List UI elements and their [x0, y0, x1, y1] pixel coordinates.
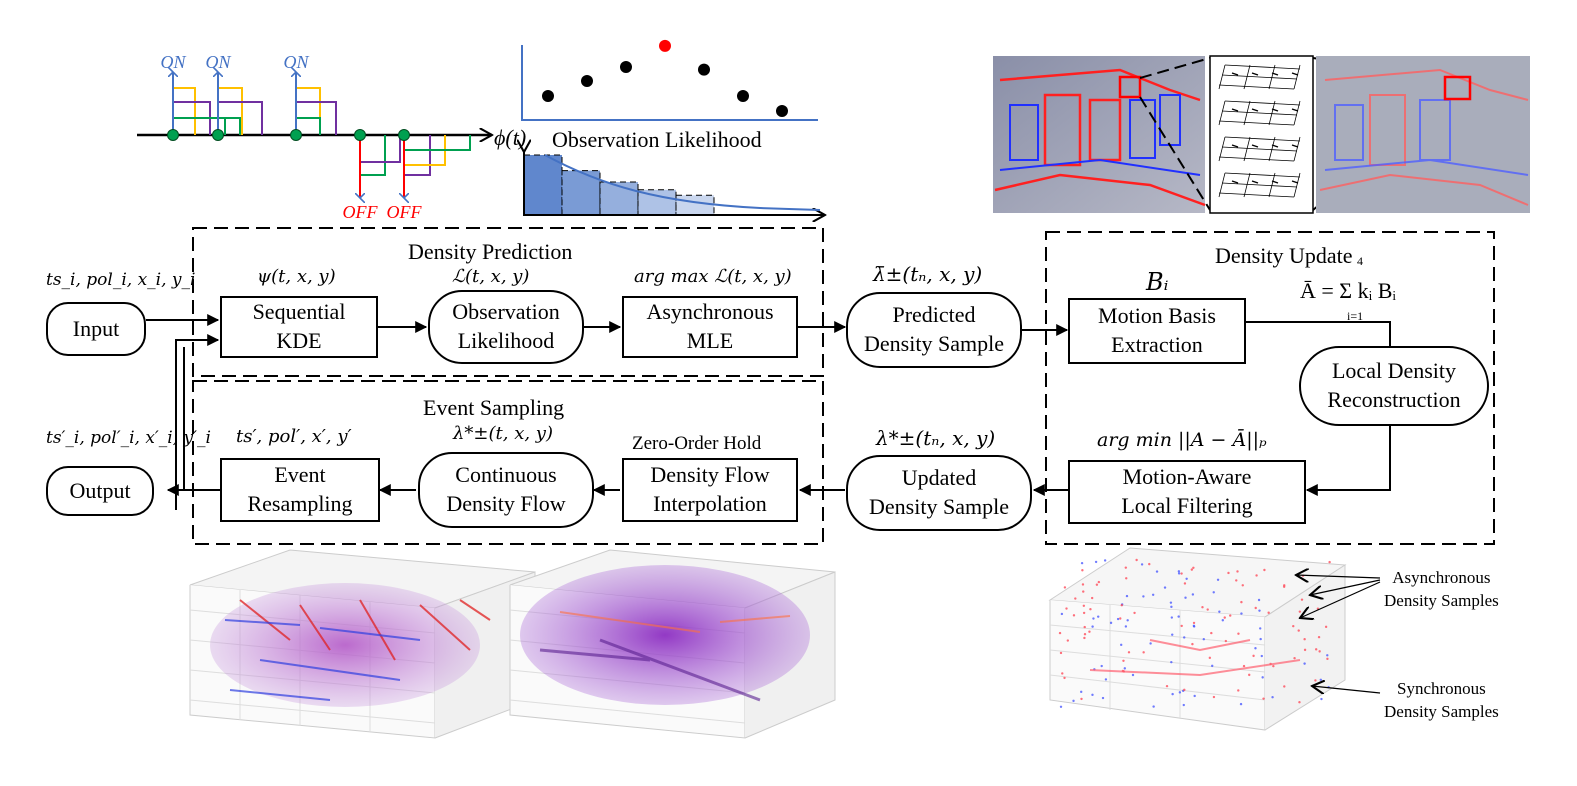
resample-math: ts′, pol′, x′, y′ [236, 426, 352, 447]
on-label: ON [160, 52, 186, 72]
filter-line-2: Local Filtering [1121, 493, 1253, 518]
event-dot [212, 129, 224, 141]
formula-text: Ā = Σ kᵢ Bᵢ [1300, 278, 1396, 303]
obs-line-1: Observation [452, 299, 560, 325]
kde-line-1: Sequential [252, 299, 346, 325]
density-flow-interpolation-box: Density Flow Interpolation [622, 458, 798, 522]
interp-line-2: Interpolation [653, 491, 767, 516]
interp-line-1: Density Flow [650, 462, 770, 488]
reconstruction-formula: Ā = Σ kᵢ Bᵢ 4 i=1 [1300, 254, 1396, 323]
updated-line-2: Density Sample [869, 494, 1009, 519]
building-event-image-icon [1316, 56, 1530, 213]
likelihood-point [542, 90, 554, 102]
likelihood-math: ℒ(t, x, y) [452, 266, 530, 287]
async-line-2: Density Samples [1384, 590, 1499, 610]
updated-math: λ*±(tₙ, x, y) [876, 426, 996, 450]
kernel-bar [675, 194, 715, 216]
input-terminal: Input [46, 302, 146, 356]
event-resampling-box: Event Resampling [220, 458, 380, 522]
resample-line-1: Event [274, 462, 326, 488]
event-dot [290, 129, 302, 141]
basis-line-2: Extraction [1111, 332, 1203, 357]
scene-images [993, 55, 1530, 214]
flow-line-1: Continuous [455, 462, 557, 488]
predicted-line-2: Density Sample [864, 331, 1004, 356]
mle-math: arg max ℒ(t, x, y) [634, 266, 792, 287]
flow-math: λ*±(t, x, y) [453, 423, 553, 444]
filter-line-1: Motion-Aware [1122, 464, 1252, 490]
observation-likelihood-node: Observation Likelihood [428, 290, 584, 364]
obs-line-2: Likelihood [457, 328, 555, 353]
event-dot [398, 129, 410, 141]
zero-order-hold-caption: Zero-Order Hold [632, 433, 762, 454]
kernel-bar [523, 154, 563, 216]
sync-samples-label: Synchronous Density Samples [1384, 678, 1499, 724]
on-label: ON [205, 52, 231, 72]
input-label: Input [72, 315, 120, 341]
likelihood-point [620, 60, 632, 73]
event-sampling-title: Event Sampling [423, 395, 565, 420]
motion-basis-extraction-box: Motion Basis Extraction [1068, 298, 1246, 364]
kde-line-2: KDE [276, 328, 322, 353]
mle-line-2: MLE [686, 328, 734, 353]
event-cloud-plot-2 [509, 549, 836, 739]
likelihood-plot: Observation Likelihood [521, 39, 818, 152]
formula-sup: 4 [1357, 254, 1363, 268]
likelihood-point [659, 39, 671, 52]
asynchronous-mle-box: Asynchronous MLE [622, 296, 798, 358]
input-signature: ts_i, pol_i, x_i, y_i [46, 270, 196, 290]
sync-line-1: Synchronous [1396, 679, 1486, 698]
likelihood-label: Observation Likelihood [552, 127, 762, 152]
sequential-kde-box: Sequential KDE [220, 296, 378, 358]
formula-sub: i=1 [1347, 309, 1363, 323]
event-signal-illustration: ON ON ON OFF OFF [137, 52, 492, 222]
building-event-image-icon [993, 56, 1206, 213]
kde-math: ψ(t, x, y) [257, 266, 336, 287]
updated-line-1: Updated [901, 465, 977, 491]
recon-line-2: Reconstruction [1327, 387, 1461, 412]
motion-aware-filtering-box: Motion-Aware Local Filtering [1068, 460, 1306, 524]
event-sampling-group [192, 380, 824, 545]
sync-line-2: Density Samples [1384, 701, 1499, 721]
event-dot [354, 129, 366, 141]
density-update-title: Density Update [1215, 243, 1353, 268]
filter-math: arg min ||A − Ā||ₚ [1097, 429, 1267, 451]
basis-math: Bᵢ [1146, 268, 1169, 296]
on-label: ON [283, 52, 309, 72]
density-prediction-group [192, 227, 824, 377]
output-terminal: Output [46, 466, 154, 516]
resample-line-2: Resampling [247, 491, 353, 516]
event-dot [167, 129, 179, 141]
local-density-reconstruction-node: Local Density Reconstruction [1299, 346, 1489, 426]
mle-line-1: Asynchronous [646, 299, 774, 325]
output-label: Output [69, 477, 131, 503]
off-label: OFF [343, 202, 379, 222]
predicted-line-1: Predicted [892, 302, 976, 328]
phi-label: ϕ(t) [494, 125, 526, 150]
likelihood-point [698, 63, 710, 76]
async-samples-label: Asynchronous Density Samples [1384, 567, 1499, 613]
recon-line-1: Local Density [1331, 358, 1457, 384]
density-update-group [1045, 231, 1495, 545]
output-signature: ts′_i, pol′_i, x′_i, y′_i [46, 428, 211, 448]
basis-line-1: Motion Basis [1098, 303, 1216, 329]
local-patch-grid-icon [1209, 55, 1314, 214]
async-line-1: Asynchronous [1392, 568, 1491, 587]
updated-density-sample-node: Updated Density Sample [846, 455, 1032, 531]
continuous-density-flow-node: Continuous Density Flow [418, 452, 594, 528]
flow-line-2: Density Flow [446, 491, 566, 516]
event-cloud-plot-1 [189, 549, 536, 739]
likelihood-point [737, 90, 749, 102]
predicted-density-sample-node: Predicted Density Sample [846, 292, 1022, 368]
likelihood-point [581, 75, 593, 88]
off-label: OFF [387, 202, 423, 222]
density-prediction-title: Density Prediction [408, 239, 573, 264]
density-samples-plot [1048, 547, 1381, 731]
likelihood-point [776, 104, 788, 117]
kernel-plot: ϕ(t) [494, 125, 825, 215]
predicted-math: λ̄±(tₙ, x, y) [873, 262, 983, 286]
